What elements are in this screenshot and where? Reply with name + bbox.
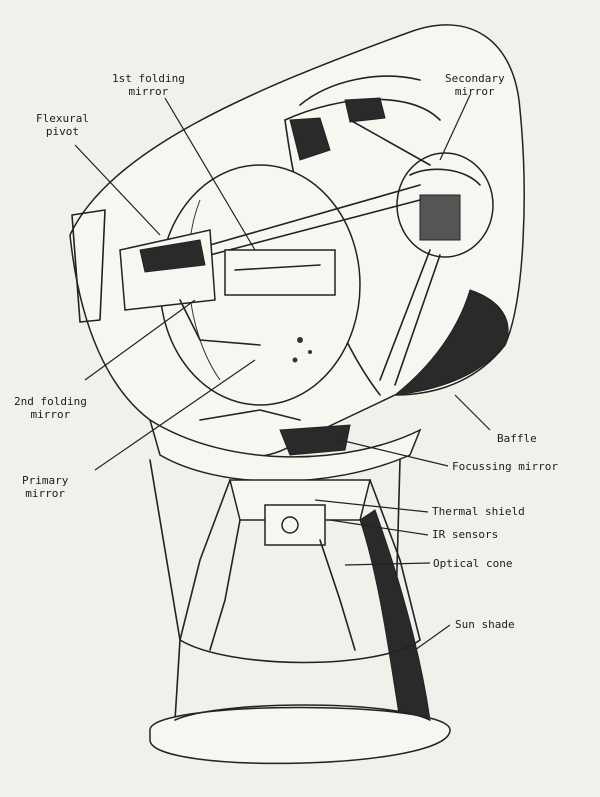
- leader-sun-shade: [414, 624, 451, 651]
- leader-1st-folding-mirror: [164, 97, 256, 251]
- label-primary-mirror: Primary mirror: [22, 474, 69, 500]
- label-first-folding-mirror: 1st folding mirror: [112, 72, 185, 98]
- base-ring: [149, 639, 451, 765]
- label-thermal-shield: Thermal shield: [432, 505, 525, 518]
- leader-secondary-mirror: [439, 94, 471, 161]
- leader-optical-cone: [344, 562, 431, 566]
- leader-2nd-folding-mirror: [84, 299, 196, 381]
- leader-flexural-pivot: [74, 144, 161, 236]
- folding-mirror-assembly: [71, 209, 336, 346]
- label-secondary-mirror: Secondary mirror: [445, 72, 505, 98]
- mount-cone: [149, 459, 431, 721]
- label-flexural-pivot: Flexural pivot: [36, 112, 89, 138]
- baffle-shape: [289, 97, 509, 396]
- label-ir-sensors: IR sensors: [432, 528, 499, 541]
- leader-ir-sensors: [329, 519, 429, 536]
- secondary-mirror-shape: [396, 152, 494, 258]
- leader-focussing-mirror: [339, 439, 449, 467]
- label-optical-cone: Optical cone: [433, 557, 513, 570]
- lower-deck: [148, 409, 422, 482]
- label-second-folding-mirror: 2nd folding mirror: [14, 395, 87, 421]
- label-sun-shade: Sun shade: [455, 618, 515, 631]
- leader-primary-mirror: [94, 359, 256, 471]
- leader-lines: [74, 94, 491, 651]
- struts: [209, 119, 441, 386]
- leader-baffle: [454, 394, 491, 431]
- label-baffle: Baffle: [497, 432, 537, 445]
- leader-thermal-shield: [314, 499, 429, 513]
- label-focussing-mirror: Focussing mirror: [452, 460, 558, 473]
